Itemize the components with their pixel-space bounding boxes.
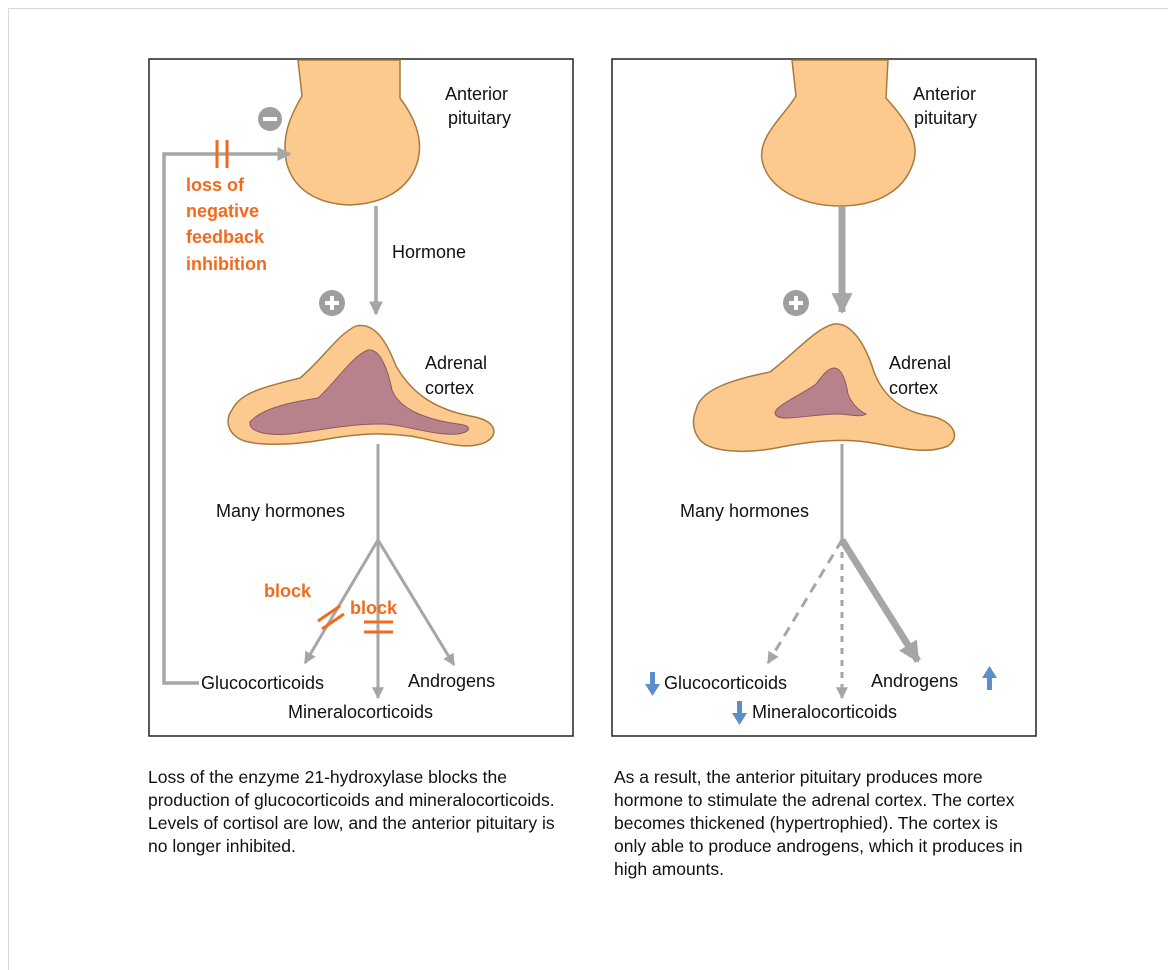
left-hormone-label: Hormone [392,242,466,262]
left-block-label-1: block [264,581,312,601]
left-adrenal-label-1: Adrenal [425,353,487,373]
left-block-label-2: block [350,598,398,618]
left-many-label: Many hormones [216,501,345,521]
right-pituitary-label-2: pituitary [914,108,977,128]
right-mineralo-label: Mineralocorticoids [752,702,897,722]
left-feedback-label-1: loss of [186,175,245,195]
left-gluco-label: Glucocorticoids [201,673,324,693]
right-adrenal-label-1: Adrenal [889,353,951,373]
left-panel: Anterior pituitary Hormone Adrenal corte… [149,59,573,736]
left-caption: Loss of the enzyme 21-hydroxylase blocks… [148,766,578,858]
left-andro-label: Androgens [408,671,495,691]
left-feedback-label-2: negative [186,201,259,221]
plus-icon [319,290,345,316]
right-caption: As a result, the anterior pituitary prod… [614,766,1034,881]
left-mineralo-label: Mineralocorticoids [288,702,433,722]
right-many-label: Many hormones [680,501,809,521]
left-feedback-label-4: inhibition [186,254,267,274]
right-gluco-label: Glucocorticoids [664,673,787,693]
left-pituitary-label-2: pituitary [448,108,511,128]
right-pituitary-label-1: Anterior [913,84,976,104]
right-panel: Anterior pituitary Adrenal cortex Many h… [612,59,1036,736]
right-adrenal-label-2: cortex [889,378,938,398]
plus-icon [783,290,809,316]
left-adrenal-label-2: cortex [425,378,474,398]
left-feedback-label-3: feedback [186,227,265,247]
left-pituitary-label-1: Anterior [445,84,508,104]
right-andro-label: Androgens [871,671,958,691]
minus-icon [258,107,282,131]
left-pituitary-shape [285,60,420,205]
